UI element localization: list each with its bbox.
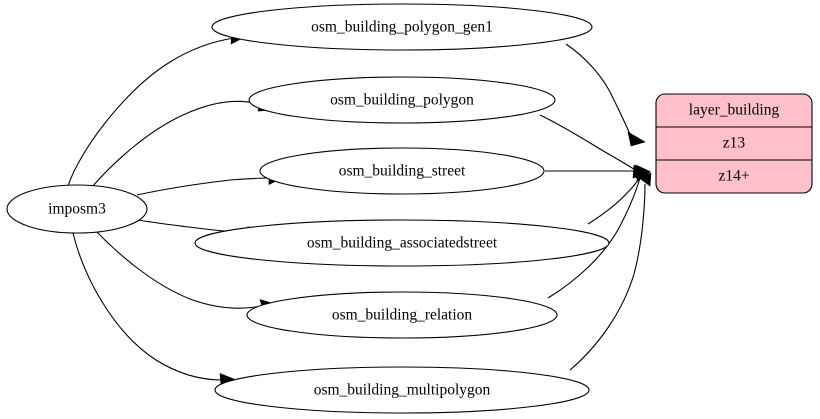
edge-path [72,232,223,381]
node-label-osm_building_relation: osm_building_relation [332,307,473,324]
node-shape-ellipse [194,219,610,267]
edge-path [547,177,641,299]
node-label-osm_building_polygon_gen1: osm_building_polygon_gen1 [311,19,493,36]
edge-path [67,37,235,187]
edge-path [587,174,642,225]
edge-osm_building_multipolygon-to-layer_building-z14plus [569,172,652,371]
record-background [655,93,813,194]
node-shape-ellipse [211,3,593,51]
record-row-layer-title: layer_building [689,102,780,119]
edge-osm_building_polygon_gen1-to-layer_building-z13 [565,43,646,147]
node-shape-ellipse [6,184,148,234]
edge-path [95,230,263,309]
edge-path [91,100,263,188]
edge-group-tables-to-layer [539,43,652,371]
node-label-osm_building_associatedstreet: osm_building_associatedstreet [307,235,498,252]
node-osm_building_associatedstreet[interactable]: osm_building_associatedstreet [194,219,610,267]
node-osm_building_multipolygon[interactable]: osm_building_multipolygon [214,366,590,414]
edge-path [539,114,638,172]
node-osm_building_polygon[interactable]: osm_building_polygon [248,76,556,124]
node-label-osm_building_multipolygon: osm_building_multipolygon [314,382,491,399]
node-label-osm_building_polygon: osm_building_polygon [330,92,474,109]
node-osm_building_relation[interactable]: osm_building_relation [246,291,558,339]
arrow-head-icon [637,172,652,187]
node-label-osm_building_street: osm_building_street [339,163,466,180]
edge-imposm3-to-osm_building_street [136,171,283,196]
edge-path [569,183,646,371]
node-label-imposm3: imposm3 [48,201,106,218]
edge-imposm3-to-osm_building_polygon_gen1 [67,31,245,187]
edge-path [565,43,633,139]
node-osm_building_polygon_gen1[interactable]: osm_building_polygon_gen1 [211,3,593,51]
node-shape-ellipse [246,291,558,339]
node-shape-ellipse [214,366,590,414]
node-shape-ellipse [259,147,545,195]
arrow-head-icon [627,131,646,147]
node-layer_building[interactable]: layer_building z13 z14+ [655,93,813,194]
node-shape-ellipse [248,76,556,124]
edge-path [136,177,271,196]
node-imposm3[interactable]: imposm3 [6,184,148,234]
edge-imposm3-to-osm_building_multipolygon [72,232,235,387]
record-row-zoom-z14plus: z14+ [718,168,749,185]
edge-imposm3-to-osm_building_polygon [91,97,275,188]
record-row-zoom-z13: z13 [723,135,746,152]
node-osm_building_street[interactable]: osm_building_street [259,147,545,195]
edge-osm_building_polygon-to-layer_building-z14plus [539,114,649,179]
